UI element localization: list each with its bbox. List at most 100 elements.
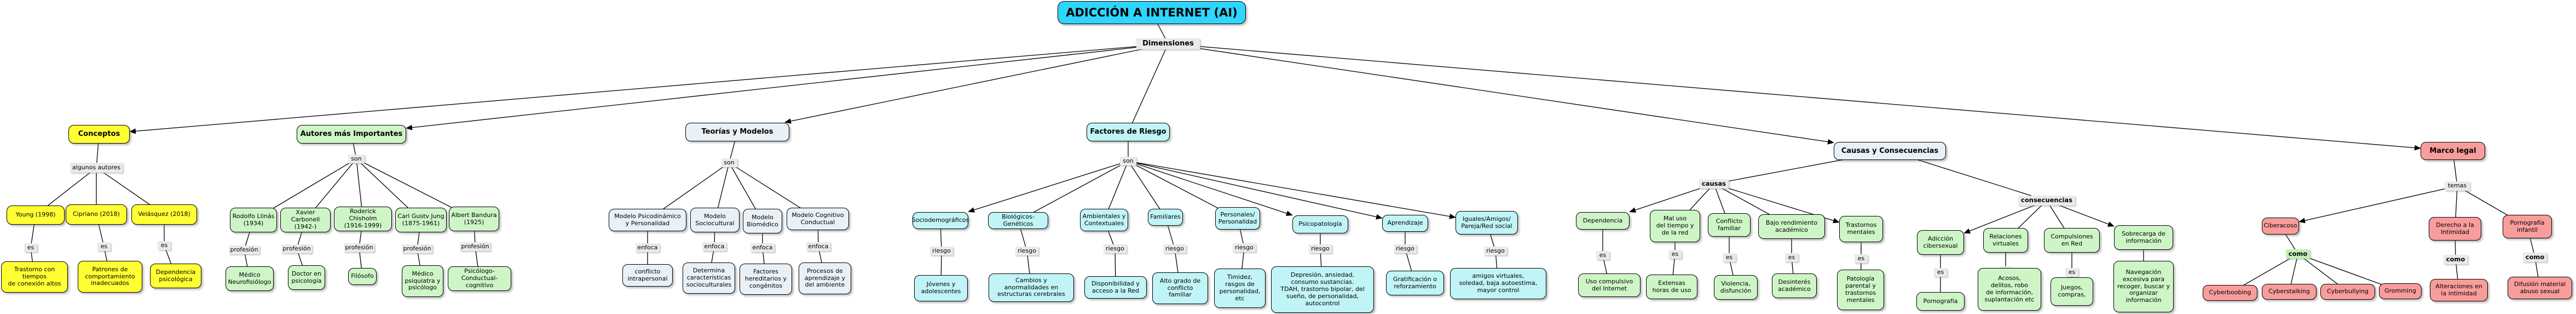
lbl-es-q1-link-label[interactable]: es <box>1934 268 1947 277</box>
c-mal-uso-concept[interactable]: Mal uso del tiempo y de la red <box>1650 210 1700 242</box>
lbl-riesgo-6-link-label[interactable]: riesgo <box>1309 244 1332 253</box>
f-iguales-concept[interactable]: Iguales/Amigos/ Pareja/Red social <box>1456 211 1518 235</box>
jung-concept[interactable]: Carl Gustv Jung (1875-1961) <box>395 208 447 232</box>
teorias-concept[interactable]: Teorías y Modelos <box>685 123 789 141</box>
lbl-es-q3-link-label[interactable]: es <box>2065 268 2078 277</box>
leaf-c-conflicto-concept[interactable]: Violencia, disfunción <box>1714 275 1758 300</box>
lbl-es-c2-link-label[interactable]: es <box>1668 250 1682 259</box>
q-adiccion-cibersexual-concept[interactable]: Adicción cibersexual <box>1917 230 1964 255</box>
lbl-es-cipriano-link-label[interactable]: es <box>97 242 111 251</box>
leaf-cyberbullying-concept[interactable]: Cyberbullying <box>2320 284 2375 300</box>
lbl-riesgo-5-link-label[interactable]: riesgo <box>1233 243 1256 252</box>
title-concept[interactable]: ADICCIÓN A INTERNET (AI) <box>1058 1 1246 24</box>
leaf-cipriano-concept[interactable]: Patrones de comportamiento inadecuados <box>78 261 142 293</box>
autores-concept[interactable]: Autores más Importantes <box>297 125 406 144</box>
leaf-c-dependencia-concept[interactable]: Uso compulsivo del Internet <box>1578 273 1641 297</box>
lbl-enfoca-3-link-label[interactable]: enfoca <box>750 243 775 252</box>
leaf-difusion-concept[interactable]: Difusión material abuso sexual <box>2508 277 2572 299</box>
leaf-young-concept[interactable]: Trastorno con tiempos de conexión altos <box>1 261 68 293</box>
carbonell-concept[interactable]: Xavier Carbonell (1942-) <box>280 208 331 232</box>
factores-concept[interactable]: Factores de Riesgo <box>1087 123 1170 141</box>
lbl-riesgo-2-link-label[interactable]: riesgo <box>1015 247 1038 255</box>
leaf-cyberstalking-concept[interactable]: Cyberstalking <box>2262 284 2317 300</box>
leaf-f-personales-concept[interactable]: Timidez, rasgos de personalidad, etc <box>1214 269 1266 308</box>
conceptos-concept[interactable]: Conceptos <box>68 125 130 144</box>
leaf-f-sociodemograficos-concept[interactable]: Jóvenes y adolescentes <box>914 275 968 301</box>
c-conflicto-concept[interactable]: Conflicto familiar <box>1708 213 1751 237</box>
lbl-prof-chisholm-link-label[interactable]: profesión <box>344 243 374 252</box>
f-aprendizaje-concept[interactable]: Aprendizaje <box>1382 215 1428 232</box>
lbl-es-c1-link-label[interactable]: es <box>1596 251 1609 260</box>
causas-consecuencias-concept[interactable]: Causas y Consecuencias <box>1834 142 1946 160</box>
lbl-consecuencias-link-label[interactable]: consecuencias <box>2018 196 2075 205</box>
leaf-q-sobrecarga-concept[interactable]: Navegación excesiva para recoger, buscar… <box>2113 261 2174 312</box>
modelo-sociocultural-concept[interactable]: Modelo Sociocultural <box>690 208 740 232</box>
young-concept[interactable]: Young (1998) <box>7 205 65 225</box>
lbl-dimensiones-link-label[interactable]: Dimensiones <box>1136 38 1200 49</box>
leaf-llinas-concept[interactable]: Médico Neurofisiólogo <box>226 266 274 291</box>
lbl-prof-carbonell-link-label[interactable]: profesión <box>281 244 312 253</box>
velasquez-concept[interactable]: Velásquez (2018) <box>131 204 197 225</box>
lbl-es-c5-link-label[interactable]: es <box>1855 254 1868 263</box>
llinas-concept[interactable]: Rodolfo Llinás (1934) <box>230 208 277 232</box>
marco-legal-concept[interactable]: Marco legal <box>2421 142 2485 160</box>
leaf-q-adiccion-concept[interactable]: Pornografía <box>1916 292 1965 311</box>
bandura-concept[interactable]: Albert Bandura (1925) <box>449 207 499 231</box>
lbl-es-c4-link-label[interactable]: es <box>1785 253 1798 262</box>
leaf-f-ambientales-concept[interactable]: Disponibilidad y acceso a la Red <box>1084 276 1147 299</box>
modelo-cognitivo-concept[interactable]: Modelo Cognitivo Conductual <box>787 208 849 230</box>
lbl-es-c3-link-label[interactable]: es <box>1723 253 1736 262</box>
ml-pornografia-infantil-concept[interactable]: Pornografía infantil <box>2503 215 2552 238</box>
lbl-riesgo-7-link-label[interactable]: riesgo <box>1394 244 1417 253</box>
lbl-como-ciberacoso-link-label[interactable]: como <box>2286 249 2310 259</box>
leaf-cyberboobing-concept[interactable]: Cyberboobing <box>2203 285 2257 301</box>
lbl-enfoca-1-link-label[interactable]: enfoca <box>636 243 660 252</box>
modelo-psicodinamico-concept[interactable]: Modelo Psicodinámico y Personalidad <box>609 209 686 231</box>
lbl-riesgo-8-link-label[interactable]: riesgo <box>1484 247 1507 255</box>
q-relaciones-virtuales-concept[interactable]: Relaciones virtuales <box>1983 228 2028 253</box>
leaf-gromming-concept[interactable]: Gromming <box>2379 283 2422 299</box>
c-trastornos-concept[interactable]: Trastornos mentales <box>1839 216 1883 242</box>
leaf-psicodinamico-concept[interactable]: conflicto intrapersonal <box>622 264 673 287</box>
leaf-c-trastornos-concept[interactable]: Patología parental y trastornos mentales <box>1837 270 1884 310</box>
f-biologicos-concept[interactable]: Biológicos-Genéticos <box>988 212 1048 229</box>
lbl-como-pornografia-link-label[interactable]: como <box>2523 253 2547 262</box>
c-bajo-rendimiento-concept[interactable]: Bajo rendimiento académico <box>1758 214 1825 239</box>
leaf-sociocultural-concept[interactable]: Determina características socioculturale… <box>683 262 735 294</box>
lbl-como-derecho-link-label[interactable]: como <box>2444 255 2468 264</box>
leaf-q-relaciones-concept[interactable]: Acosos, delitos, robo de información, su… <box>1978 268 2041 311</box>
leaf-jung-concept[interactable]: Médico psiquiatra y psicólogo <box>402 265 443 297</box>
cipriano-concept[interactable]: Cipriano (2018) <box>66 204 127 225</box>
f-psicopatologia-concept[interactable]: Psicopatología <box>1292 215 1348 233</box>
lbl-riesgo-4-link-label[interactable]: riesgo <box>1163 244 1186 253</box>
q-compulsiones-concept[interactable]: Compulsiones en Red <box>2044 228 2100 253</box>
leaf-cognitivo-concept[interactable]: Procesos de aprendizaje y del ambiente <box>799 262 851 294</box>
leaf-f-familiares-concept[interactable]: Alto grado de conflicto familiar <box>1152 272 1208 304</box>
leaf-velasquez-concept[interactable]: Dependencia psicológica <box>150 264 201 288</box>
q-sobrecarga-concept[interactable]: Sobrecarga de información <box>2114 225 2173 250</box>
ml-ciberacoso-concept[interactable]: Ciberacoso <box>2262 218 2299 235</box>
f-ambientales-concept[interactable]: Ambientales y Contextuales <box>1080 209 1128 231</box>
f-personales-concept[interactable]: Personales/ Personalidad <box>1215 207 1260 230</box>
lbl-riesgo-3-link-label[interactable]: riesgo <box>1104 244 1127 253</box>
leaf-q-compulsiones-concept[interactable]: Juegos, compras, <box>2051 277 2093 306</box>
leaf-bandura-concept[interactable]: Psicólogo- Conductual-cognitivo <box>448 266 511 291</box>
leaf-alteraciones-concept[interactable]: Alteraciones en la intimidad <box>2430 279 2488 301</box>
leaf-f-biologicos-concept[interactable]: Cambios y anormalidades en estructuras c… <box>989 273 1074 302</box>
c-dependencia-concept[interactable]: Dependencia <box>1576 212 1630 230</box>
leaf-c-bajo-concept[interactable]: Desinterés académico <box>1772 273 1817 298</box>
f-sociodemograficos-concept[interactable]: Sociodemográficos <box>912 212 969 229</box>
lbl-es-velasquez-link-label[interactable]: es <box>158 241 171 250</box>
lbl-prof-jung-link-label[interactable]: profesión <box>402 244 432 253</box>
leaf-chisholm-concept[interactable]: Filósofo <box>348 268 377 285</box>
leaf-f-aprendizaje-concept[interactable]: Gratificación o reforzamiento <box>1386 271 1444 295</box>
lbl-son-teorias-link-label[interactable]: son <box>721 158 737 167</box>
lbl-prof-bandura-link-label[interactable]: profesión <box>460 242 490 251</box>
lbl-son-factores-link-label[interactable]: son <box>1120 157 1136 165</box>
modelo-biomedico-concept[interactable]: Modelo Biomédico <box>743 209 782 233</box>
lbl-es-young-link-label[interactable]: es <box>24 243 37 252</box>
chisholm-concept[interactable]: Roderick Chisholm (1916-1999) <box>334 207 392 231</box>
lbl-son-autores-link-label[interactable]: son <box>348 155 365 163</box>
lbl-prof-llinas-link-label[interactable]: profesión <box>229 246 259 254</box>
lbl-riesgo-1-link-label[interactable]: riesgo <box>930 247 953 255</box>
